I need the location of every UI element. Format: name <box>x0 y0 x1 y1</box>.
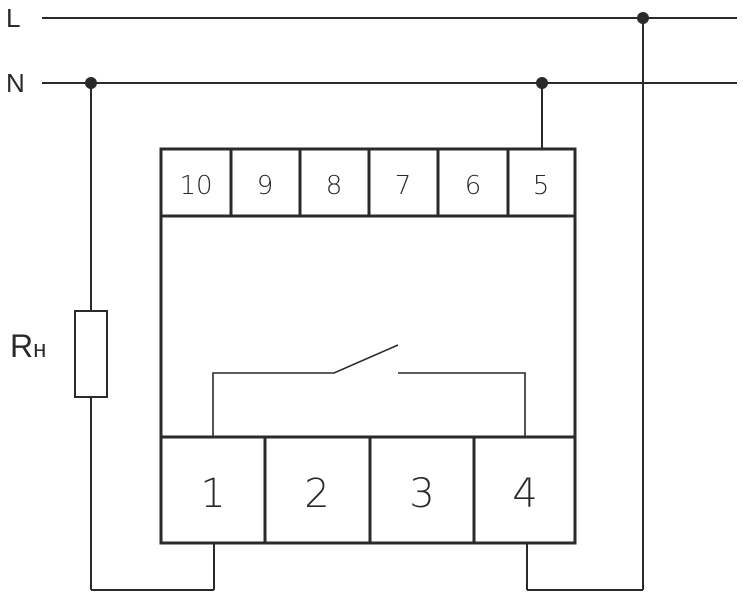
terminal-9-label: 9 <box>257 171 274 201</box>
terminal-5-label: 5 <box>533 171 550 201</box>
terminal-6-label: 6 <box>465 171 482 201</box>
terminal-10-label: 10 <box>179 171 212 201</box>
terminal-4 <box>472 435 577 545</box>
terminal-1 <box>159 435 267 545</box>
terminal-1-label: 1 <box>200 471 225 517</box>
neutral-label: N <box>6 68 25 98</box>
bottom-terminal-row: 1 2 3 4 <box>159 435 577 545</box>
terminal-8-label: 8 <box>326 171 343 201</box>
relay-contact <box>212 344 526 437</box>
phase-label: L <box>6 3 20 33</box>
terminal-7-label: 7 <box>395 171 412 201</box>
terminal-6 <box>436 147 510 218</box>
load-resistor <box>74 310 108 398</box>
terminal-2-label: 2 <box>304 471 329 517</box>
terminal-5 <box>506 147 577 218</box>
contact-arm <box>212 344 399 437</box>
top-terminal-row: 10 9 8 7 6 5 <box>159 147 577 218</box>
terminal-2 <box>263 435 372 545</box>
contact-fixed <box>398 372 526 437</box>
load-label: Rн <box>10 328 46 364</box>
terminal-3 <box>368 435 476 545</box>
terminal-4-label: 4 <box>512 471 537 517</box>
terminal-8 <box>298 147 371 218</box>
terminal-7 <box>367 147 440 218</box>
terminal-9 <box>229 147 302 218</box>
terminal-3-label: 3 <box>409 471 434 517</box>
